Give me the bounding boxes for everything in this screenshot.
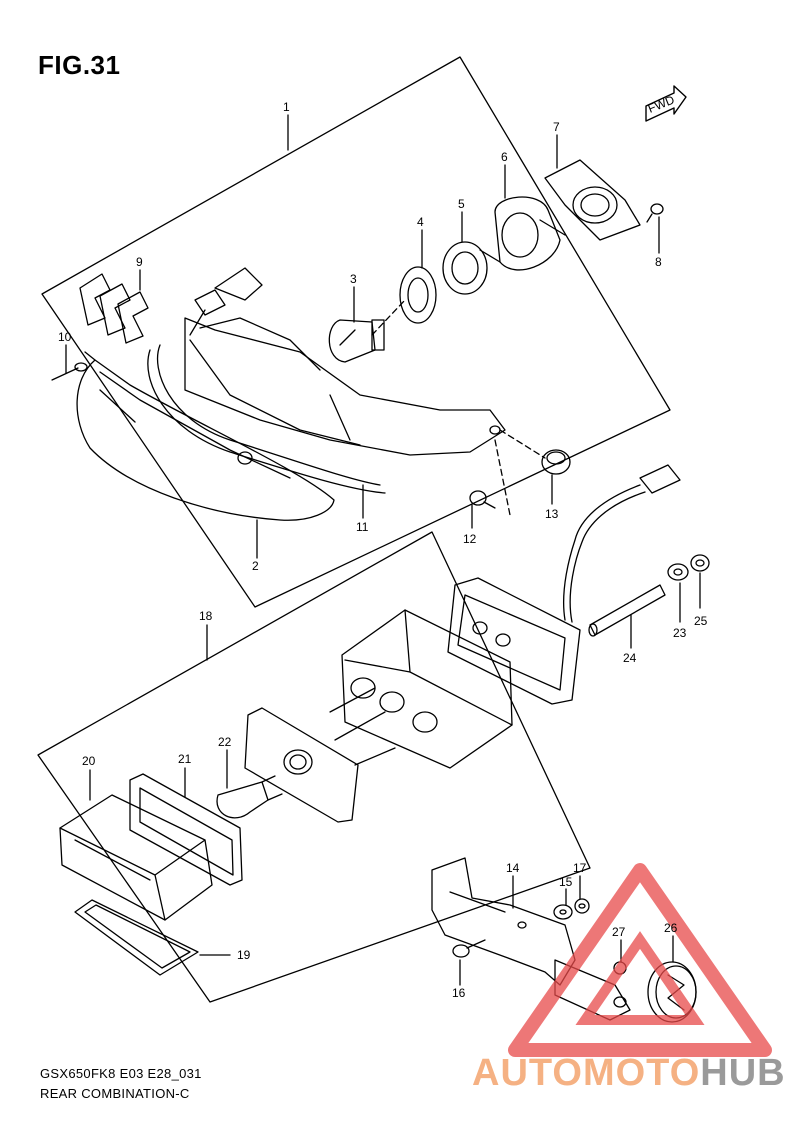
assembly-lines xyxy=(371,299,546,516)
part-22-bulb xyxy=(216,775,283,819)
part-5-bulb-socket xyxy=(442,241,501,295)
part-21-plate xyxy=(244,687,396,823)
callout-11: 11 xyxy=(356,520,369,534)
watermark-text: AUTOMOTOHUB xyxy=(472,1052,786,1095)
part-9-clips xyxy=(79,273,149,344)
callout-7: 7 xyxy=(553,120,560,134)
callout-2: 2 xyxy=(252,559,259,573)
callout-17: 17 xyxy=(573,861,587,875)
callout-1: 1 xyxy=(283,100,290,114)
part-8-screw xyxy=(646,203,664,223)
callout-14: 14 xyxy=(506,861,520,875)
part-18-housing xyxy=(341,609,513,769)
leader-lines-upper xyxy=(65,114,660,559)
watermark-text-part2: HUB xyxy=(700,1052,786,1094)
callout-19: 19 xyxy=(237,948,251,962)
callout-18: 18 xyxy=(199,609,213,623)
callout-20: 20 xyxy=(82,754,96,768)
part-6-socket xyxy=(494,196,566,271)
callout-12: 12 xyxy=(463,532,477,546)
housing-body xyxy=(184,267,506,456)
wiring-harness xyxy=(562,464,681,623)
part-3-bulb xyxy=(328,319,385,363)
callout-4: 4 xyxy=(417,215,424,229)
callout-15: 15 xyxy=(559,875,573,889)
fwd-arrow-icon: FWD xyxy=(645,85,687,122)
part-7-gasket xyxy=(544,159,641,241)
part-4-ring xyxy=(399,266,437,324)
callout-10: 10 xyxy=(58,330,72,344)
callout-13: 13 xyxy=(545,507,559,521)
part-13-grommet xyxy=(541,449,571,475)
part-11-gasket xyxy=(147,344,386,494)
part-23-washer xyxy=(667,563,689,581)
part-25-nut xyxy=(690,554,710,572)
callout-25: 25 xyxy=(694,614,708,628)
callout-9: 9 xyxy=(136,255,143,269)
part-18-gasket xyxy=(447,577,581,705)
part-21-gasket xyxy=(129,773,243,886)
figure-title: FIG.31 xyxy=(38,50,121,80)
callout-6: 6 xyxy=(501,150,508,164)
callout-5: 5 xyxy=(458,197,465,211)
callout-21: 21 xyxy=(178,752,192,766)
callout-27: 27 xyxy=(612,925,626,939)
watermark-logo-icon xyxy=(508,863,772,1057)
watermark-text-part1: AUTOMOTO xyxy=(472,1052,701,1094)
part-2-lens xyxy=(76,351,335,521)
callout-8: 8 xyxy=(655,255,662,269)
part-24-rod xyxy=(588,584,666,637)
part-17-nut xyxy=(574,898,590,914)
callout-22: 22 xyxy=(218,735,232,749)
part-19-reflector xyxy=(74,899,199,976)
footer-section-name: REAR COMBINATION-C xyxy=(40,1086,190,1101)
assembly-18-boundary xyxy=(37,531,591,1003)
leader-lines-lower xyxy=(89,572,701,986)
part-15-washer xyxy=(553,904,573,920)
part-10-screw xyxy=(51,362,88,381)
assembly-1-boundary xyxy=(41,56,671,608)
callout-3: 3 xyxy=(350,272,357,286)
callout-26: 26 xyxy=(664,921,678,935)
part-16-screw xyxy=(452,939,486,958)
callout-23: 23 xyxy=(673,626,687,640)
footer-model-code: GSX650FK8 E03 E28_031 xyxy=(40,1066,202,1081)
callout-16: 16 xyxy=(452,986,466,1000)
part-12-bolt xyxy=(469,490,496,509)
part-20-lens xyxy=(59,794,213,921)
callout-24: 24 xyxy=(623,651,637,665)
